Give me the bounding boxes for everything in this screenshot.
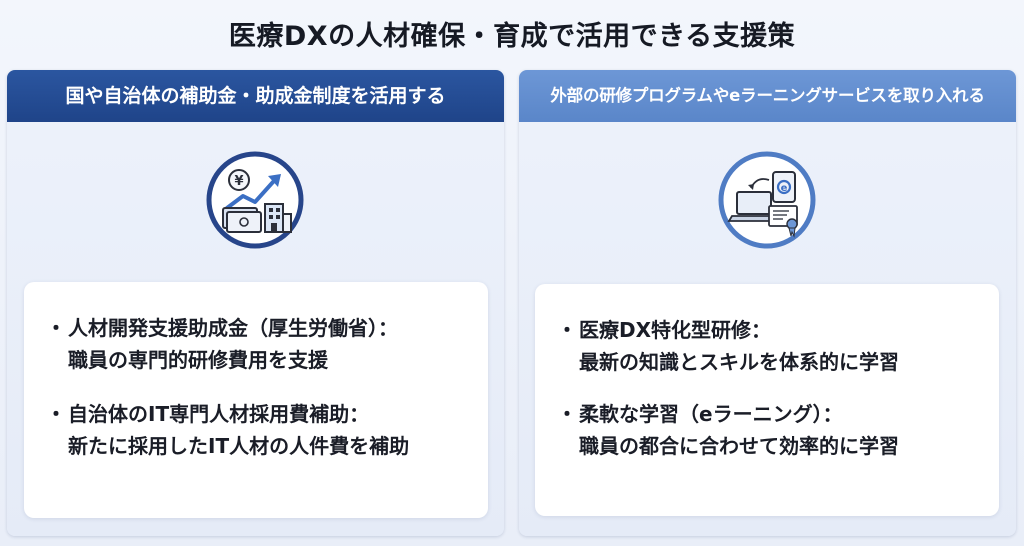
- bullet-detail: 最新の知識とスキルを体系的に学習: [579, 350, 899, 374]
- panel-training: 外部の研修プログラムやeラーニングサービスを取り入れる e ・ 医療DX特: [519, 70, 1016, 536]
- bullet-item: ・ 柔軟な学習（eラーニング）： 職員の都合に合わせて効率的に学習: [557, 398, 987, 462]
- panel-subsidy: 国や自治体の補助金・助成金制度を活用する ¥ ・ 人材開発支: [7, 70, 504, 536]
- bullet-dot: ・: [557, 402, 577, 426]
- bullet-dot: ・: [46, 402, 66, 426]
- svg-text:¥: ¥: [234, 174, 243, 189]
- page-title: 医療DXの人材確保・育成で活用できる支援策: [228, 21, 796, 52]
- bullet-item: ・ 人材開発支援助成金（厚生労働省）： 職員の専門的研修費用を支援: [46, 312, 476, 376]
- e-learning-certificate-icon: e: [717, 150, 817, 250]
- subsidy-card: ・ 人材開発支援助成金（厚生労働省）： 職員の専門的研修費用を支援 ・ 自治体の…: [24, 282, 488, 518]
- subsidy-growth-icon: ¥: [205, 150, 305, 250]
- bullet-heading: 医療DX特化型研修：: [579, 318, 772, 342]
- bullet-detail: 職員の専門的研修費用を支援: [68, 348, 328, 372]
- bullet-item: ・ 医療DX特化型研修： 最新の知識とスキルを体系的に学習: [557, 314, 987, 378]
- training-card: ・ 医療DX特化型研修： 最新の知識とスキルを体系的に学習 ・ 柔軟な学習（eラ…: [535, 284, 999, 516]
- bullet-detail: 新たに採用したIT人材の人件費を補助: [68, 434, 410, 458]
- bullet-heading: 柔軟な学習（eラーニング）：: [579, 402, 843, 426]
- panel-header-training: 外部の研修プログラムやeラーニングサービスを取り入れる: [519, 70, 1016, 122]
- bullet-heading: 人材開発支援助成金（厚生労働省）：: [68, 316, 398, 340]
- bullet-item: ・ 自治体のIT専門人材採用費補助： 新たに採用したIT人材の人件費を補助: [46, 398, 476, 462]
- svg-text:e: e: [781, 183, 788, 194]
- bullet-detail: 職員の都合に合わせて効率的に学習: [579, 434, 899, 458]
- bullet-dot: ・: [557, 318, 577, 342]
- bullet-heading: 自治体のIT専門人材採用費補助：: [68, 402, 370, 426]
- bullet-dot: ・: [46, 316, 66, 340]
- panel-header-subsidy: 国や自治体の補助金・助成金制度を活用する: [7, 70, 504, 122]
